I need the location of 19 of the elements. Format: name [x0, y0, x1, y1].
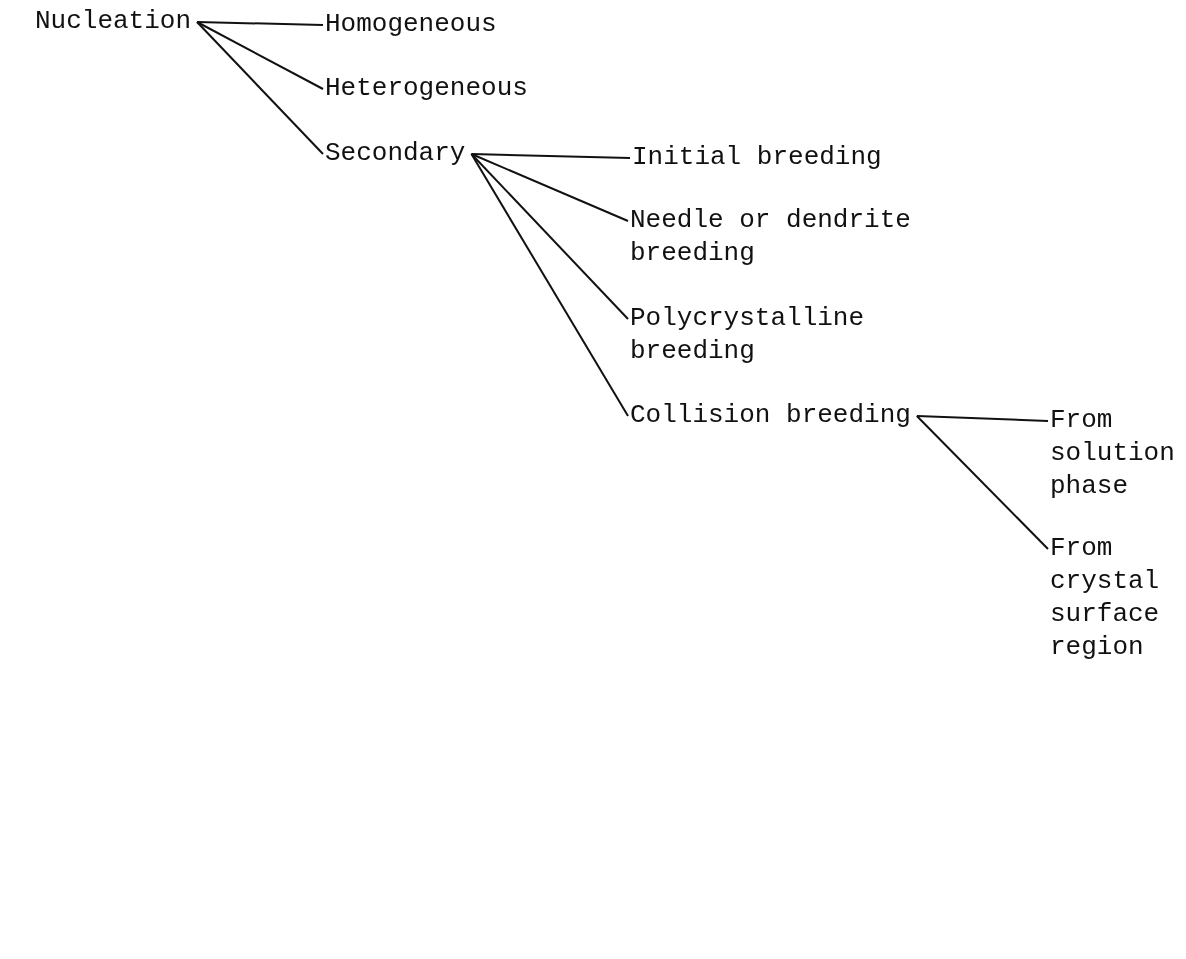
node-label: Polycrystalline breeding [630, 302, 890, 368]
node-label: From solution phase [1050, 404, 1185, 503]
connector-line [470, 153, 629, 222]
connector-line [915, 415, 1049, 422]
connector-line [470, 153, 629, 417]
node-label: Initial breeding [632, 141, 882, 174]
node-label: Nucleation [35, 5, 192, 38]
connector-line [196, 21, 324, 90]
connector-line [470, 153, 629, 320]
node-label: Secondary [325, 137, 466, 170]
node-label: Collision breeding [630, 399, 911, 432]
connector-line [470, 153, 631, 159]
connector-line [196, 21, 324, 26]
node-label: Heterogeneous [325, 72, 528, 105]
node-label: From crystal surface region [1050, 532, 1185, 664]
node-label: Homogeneous [325, 8, 497, 41]
connector-line [196, 21, 324, 155]
node-label: Needle or dendrite breeding [630, 204, 950, 270]
connector-line [915, 415, 1049, 550]
